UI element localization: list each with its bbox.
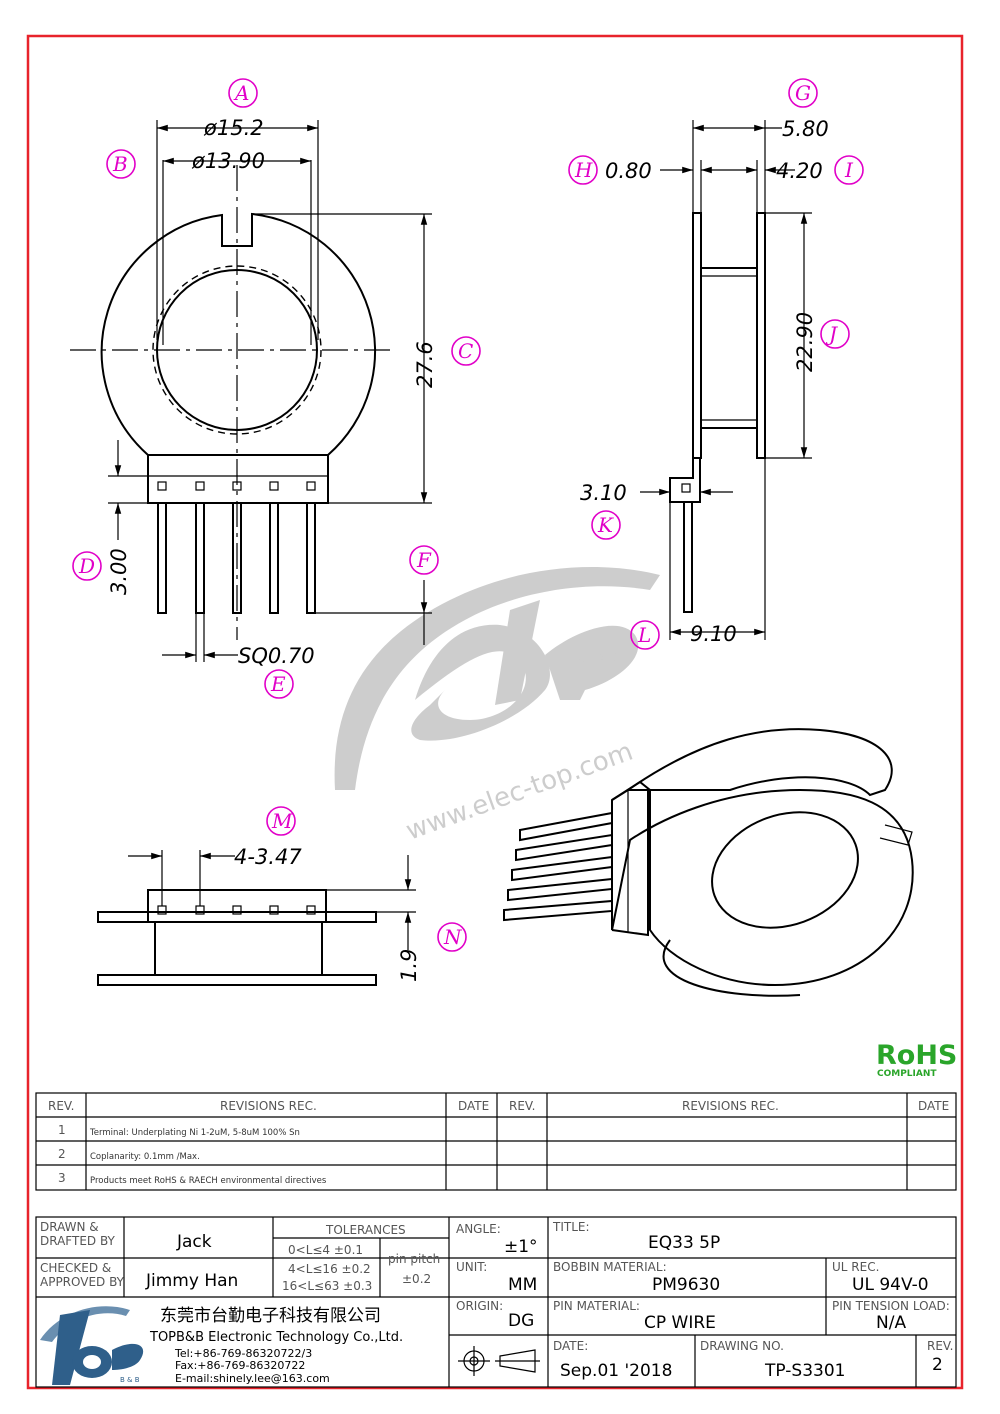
svg-text:DATE: DATE (458, 1099, 489, 1113)
svg-text:J: J (825, 322, 838, 346)
svg-text:REV.: REV. (927, 1339, 953, 1353)
rohs-sub: COMPLIANT (877, 1069, 937, 1079)
svg-text:MM: MM (508, 1275, 537, 1295)
checked-by: Jimmy Han (145, 1271, 238, 1291)
svg-text:0<L≤4 ±0.1: 0<L≤4 ±0.1 (288, 1243, 363, 1257)
svg-text:DATE:: DATE: (553, 1339, 588, 1353)
svg-text:G: G (795, 81, 811, 105)
drawn-by: Jack (176, 1232, 212, 1252)
svg-text:DG: DG (508, 1311, 534, 1331)
dim-d-value: 3.00 (107, 548, 131, 595)
company-name-en: TOPB&B Electronic Technology Co.,Ltd. (149, 1330, 403, 1345)
bottom-view: 4-3.47 1.9 (97, 845, 421, 986)
svg-text:PM9630: PM9630 (652, 1275, 720, 1295)
front-hidden-circle (152, 265, 322, 435)
svg-text:L: L (637, 623, 651, 647)
svg-text:C: C (458, 339, 473, 363)
revision-row-2-text: Coplanarity: 0.1mm /Max. (90, 1152, 200, 1162)
dimension-labels: A B C D E F G H I J K L M N (72, 78, 864, 952)
dim-m-value: 4-3.47 (234, 845, 302, 869)
company-email: E-mail:shinely.lee@163.com (175, 1372, 330, 1385)
svg-text:E: E (270, 672, 286, 696)
dim-b-value: ø13.90 (191, 149, 265, 173)
drawing-title: EQ33 5P (648, 1233, 720, 1253)
dim-i-value: 4.20 (776, 159, 823, 183)
revision-row-1-no: 1 (58, 1123, 66, 1137)
revision-row-2-no: 2 (58, 1147, 66, 1161)
logo-sub: B & B (120, 1376, 140, 1384)
company-name-cn: 东莞市台勤电子科技有限公司 (160, 1306, 381, 1326)
svg-text:K: K (597, 513, 614, 537)
svg-text:D: D (78, 554, 95, 578)
rohs-badge: RoHS COMPLIANT (876, 1040, 957, 1079)
svg-text:B: B (112, 152, 128, 176)
svg-text:PIN TENSION LOAD:: PIN TENSION LOAD: (832, 1299, 950, 1313)
front-view: ø15.2 ø13.90 27.6 3.00 SQ0.70 (70, 116, 437, 668)
svg-text:TOLERANCES: TOLERANCES (325, 1223, 406, 1237)
svg-text:DRAWN &DRAFTED BY: DRAWN &DRAFTED BY (40, 1220, 116, 1248)
svg-text:N/A: N/A (876, 1313, 906, 1333)
revision-row-1-text: Terminal: Underplating Ni 1-2uM, 5-8uM 1… (89, 1128, 300, 1138)
svg-text:ORIGIN:: ORIGIN: (456, 1299, 503, 1313)
svg-text:PIN MATERIAL:: PIN MATERIAL: (553, 1299, 640, 1313)
svg-text:16<L≤63 ±0.3: 16<L≤63 ±0.3 (282, 1279, 372, 1293)
svg-text:CHECKED &APPROVED BY: CHECKED &APPROVED BY (40, 1261, 125, 1289)
drawing-number: TP-S3301 (764, 1361, 845, 1381)
svg-text:UL 94V-0: UL 94V-0 (852, 1275, 929, 1295)
svg-text:TITLE:: TITLE: (552, 1220, 590, 1234)
company-fax: Fax:+86-769-86320722 (175, 1359, 305, 1372)
svg-text:N: N (443, 925, 463, 949)
drawing-date: Sep.01 '2018 (560, 1361, 672, 1381)
svg-text:M: M (271, 809, 293, 833)
company-tel: Tel:+86-769-86320722/3 (174, 1347, 312, 1360)
svg-text:REV.: REV. (48, 1099, 74, 1113)
svg-text:REV.: REV. (509, 1099, 535, 1113)
svg-text:±0.2: ±0.2 (402, 1272, 431, 1286)
svg-text:±1°: ±1° (504, 1237, 538, 1257)
rohs-title: RoHS (876, 1040, 957, 1071)
dim-k-value: 3.10 (580, 481, 627, 505)
dim-j-value: 22.90 (793, 312, 817, 372)
svg-text:ANGLE:: ANGLE: (456, 1222, 501, 1236)
side-view: 5.80 0.80 4.20 22.90 3.10 9.10 (580, 117, 829, 646)
dim-g-value: 5.80 (782, 117, 829, 141)
title-block: DRAWN &DRAFTED BY Jack CHECKED &APPROVED… (35, 1216, 957, 1388)
front-flange-outline (100, 212, 377, 456)
projection-symbol-icon (458, 1346, 540, 1376)
company-logo: B & B (40, 1306, 144, 1385)
isometric-view (503, 728, 914, 997)
revision-row-3-no: 3 (58, 1171, 66, 1185)
sheet-border (26, 34, 964, 1390)
svg-text:BOBBIN MATERIAL:: BOBBIN MATERIAL: (553, 1260, 667, 1274)
svg-text:4<L≤16 ±0.2: 4<L≤16 ±0.2 (288, 1262, 371, 1276)
svg-text:DATE: DATE (918, 1099, 949, 1113)
svg-text:A: A (233, 81, 249, 105)
svg-text:REVISIONS REC.: REVISIONS REC. (682, 1099, 779, 1113)
front-pin-squares (157, 481, 316, 491)
dim-c-value: 27.6 (413, 341, 437, 388)
dim-a-value: ø15.2 (203, 116, 264, 140)
svg-text:CP WIRE: CP WIRE (644, 1313, 716, 1333)
svg-text:F: F (416, 548, 432, 572)
revisions-table: REV. REVISIONS REC. DATE REV. REVISIONS … (35, 1092, 957, 1191)
front-pins (157, 502, 316, 614)
dim-l-value: 9.10 (690, 622, 737, 646)
svg-text:pin pitch: pin pitch (388, 1252, 440, 1266)
svg-text:DRAWING NO.: DRAWING NO. (700, 1339, 784, 1353)
svg-text:H: H (574, 158, 593, 182)
drawing-rev: 2 (932, 1355, 943, 1375)
svg-text:UL REC.: UL REC. (832, 1260, 879, 1274)
svg-text:I: I (844, 158, 854, 182)
revision-row-3-text: Products meet RoHS & RAECH environmental… (90, 1176, 327, 1186)
dim-h-value: 0.80 (605, 159, 652, 183)
iso-pins (503, 811, 613, 922)
dim-e-value: SQ0.70 (238, 644, 315, 668)
svg-text:UNIT:: UNIT: (456, 1260, 487, 1274)
svg-text:REVISIONS REC.: REVISIONS REC. (220, 1099, 317, 1113)
dim-n-value: 1.9 (397, 949, 421, 982)
